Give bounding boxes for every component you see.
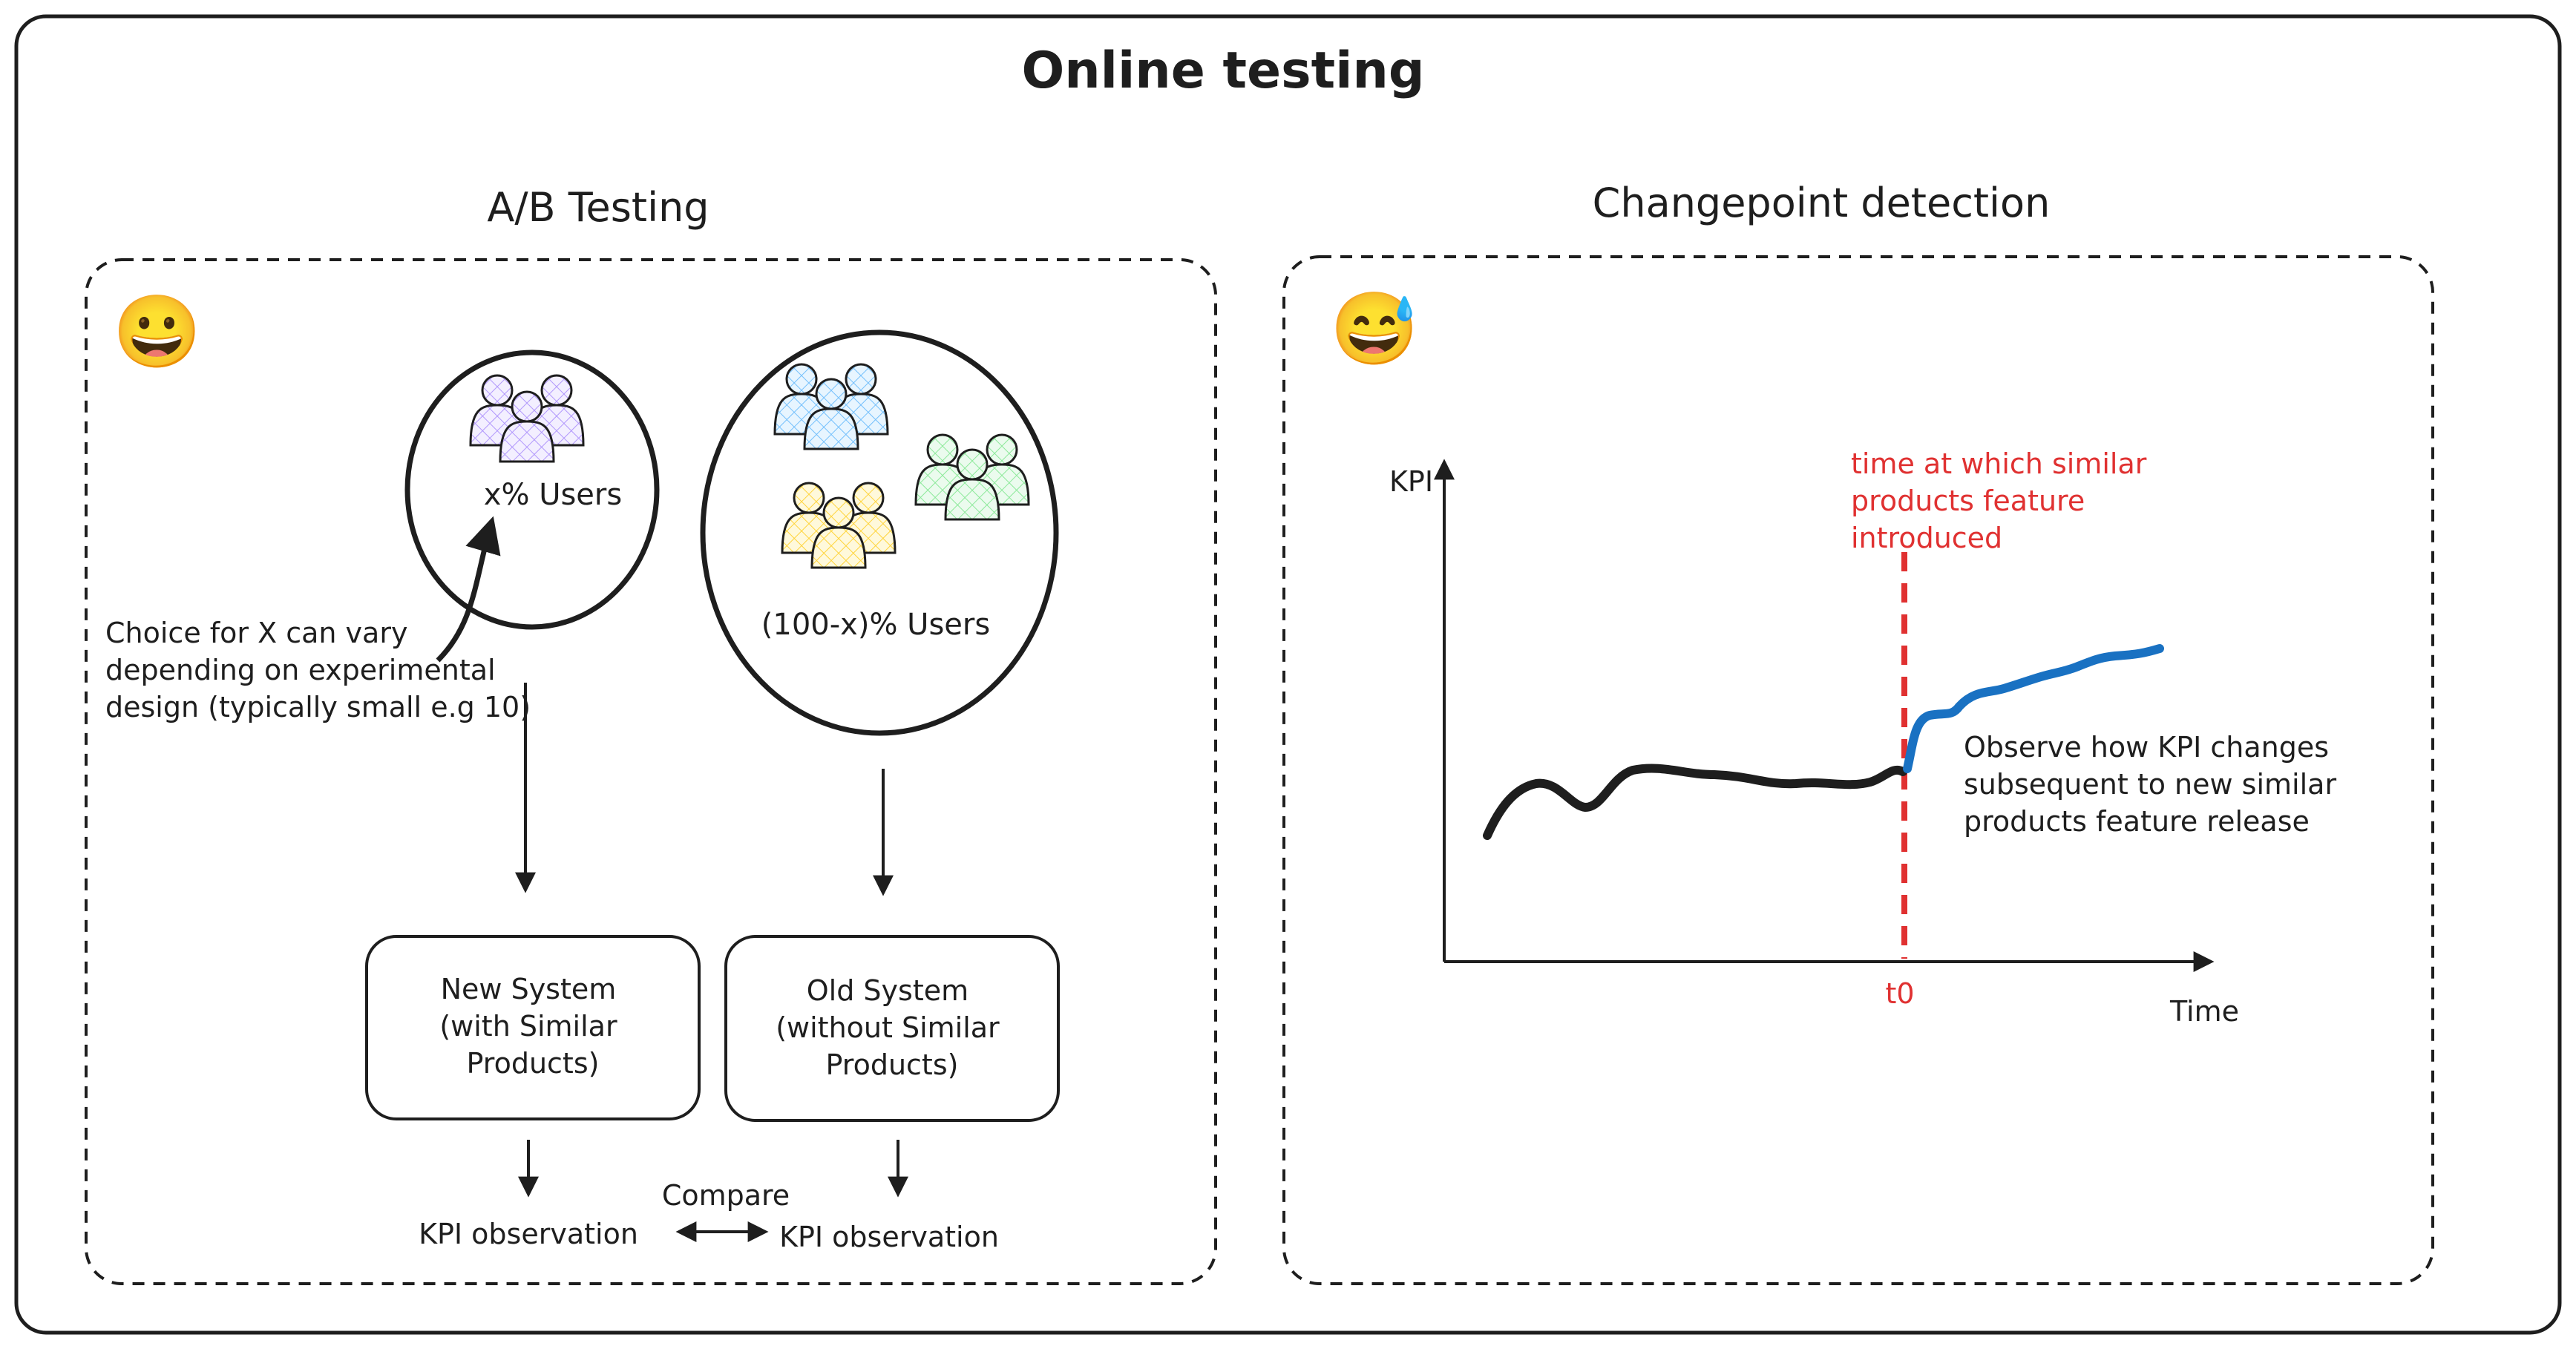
kpi-series-before	[1483, 764, 1907, 840]
new-system-label: New System (with Similar Products)	[439, 973, 626, 1080]
cp-heading: Changepoint detection	[1593, 180, 2051, 226]
users-yellow-icon	[781, 482, 897, 569]
kpi-observation-left: KPI observation	[419, 1218, 638, 1250]
observe-note: Observe how KPI changes subsequent to ne…	[1964, 731, 2345, 838]
kpi-observation-right: KPI observation	[779, 1221, 999, 1253]
kpi-series-after	[1903, 644, 2164, 773]
page-title: Online testing	[1021, 42, 1424, 100]
note-curved-arrow	[436, 516, 501, 663]
large-group-label: (100-x)% Users	[761, 608, 990, 642]
old-system-label: Old System (without Similar Products)	[776, 974, 1009, 1081]
users-purple-icon	[469, 374, 585, 463]
outer-frame	[14, 14, 2562, 1335]
users-blue-icon	[773, 363, 889, 450]
sweat-smile-emoji: 😅	[1330, 289, 1419, 369]
new-system-box	[365, 935, 701, 1120]
cp-panel	[1282, 255, 2434, 1285]
y-axis-label: KPI	[1389, 465, 1433, 498]
small-group-label: x% Users	[484, 478, 622, 512]
compare-label: Compare	[662, 1179, 790, 1212]
x-axis-label: Time	[2169, 995, 2239, 1028]
old-system-box	[724, 935, 1060, 1122]
ab-heading: A/B Testing	[487, 184, 709, 231]
changepoint-note: time at which similar products feature i…	[1851, 447, 2155, 554]
ab-panel	[85, 258, 1217, 1285]
experimental-design-note: Choice for X can vary depending on exper…	[105, 617, 531, 723]
large-user-group-circle	[700, 329, 1059, 736]
grinning-face-emoji: 😀	[113, 292, 202, 372]
t0-label: t0	[1885, 977, 1914, 1010]
users-green-icon	[914, 433, 1030, 521]
small-user-group-circle	[404, 349, 660, 630]
